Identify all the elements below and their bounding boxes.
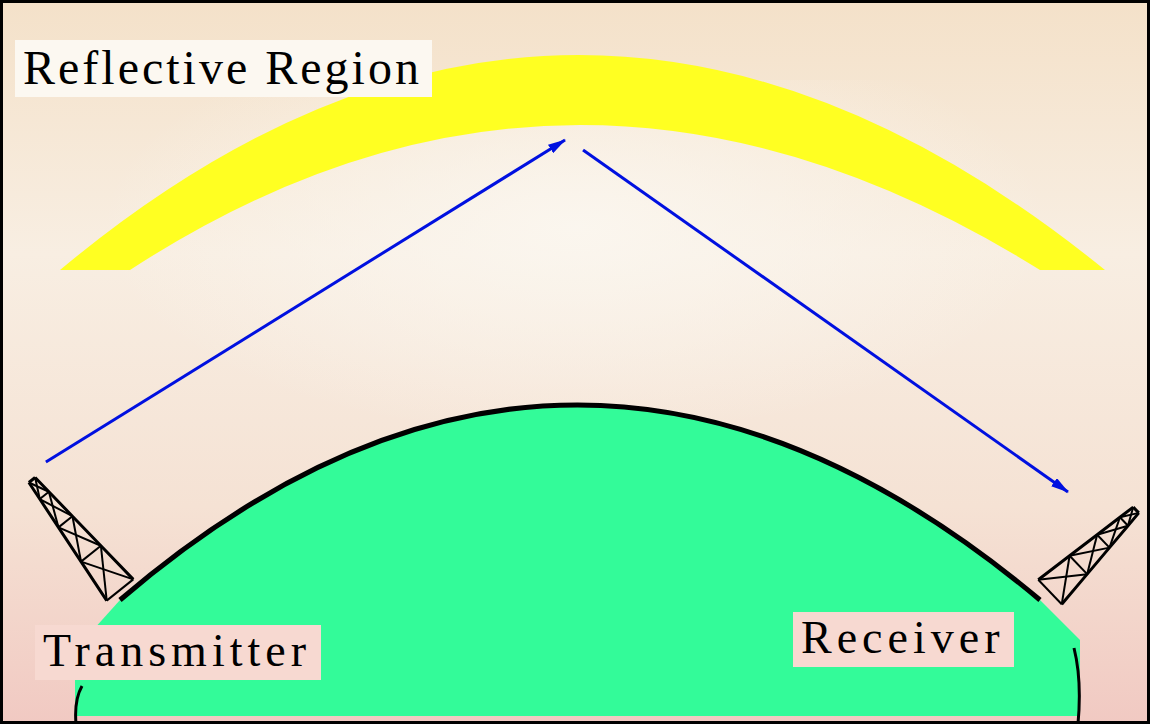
tower-rung <box>40 492 49 499</box>
tower-rung <box>1038 580 1061 605</box>
receiver-site: Receiver <box>785 492 1145 687</box>
site-label: Transmitter <box>35 625 321 680</box>
tower-brace <box>1097 526 1128 535</box>
tower-leg <box>1038 507 1133 580</box>
tower-rung <box>107 579 134 600</box>
tower-brace <box>1087 535 1097 574</box>
earth-edge-left <box>76 686 82 724</box>
tower-leg <box>1062 513 1139 604</box>
site-label: Receiver <box>793 612 1014 667</box>
tower-brace <box>81 562 133 580</box>
tower-brace <box>72 516 81 561</box>
tower-top <box>1133 507 1139 513</box>
transmitter-site: Transmitter <box>20 462 390 692</box>
tower-brace <box>58 527 100 545</box>
tower-brace <box>1128 507 1133 526</box>
earth-outline <box>120 405 1040 600</box>
tower-brace <box>1109 517 1119 547</box>
region-label: Reflective Region <box>15 40 432 97</box>
tower-leg <box>29 482 107 600</box>
tower-brace <box>40 499 73 516</box>
tower-brace <box>49 492 59 528</box>
tower-brace <box>1038 574 1087 580</box>
antenna-tower <box>1038 507 1138 604</box>
tower-brace <box>1062 556 1070 605</box>
reflective-band: Reflective Region <box>15 40 1115 280</box>
tower-brace <box>101 546 107 601</box>
signal-path <box>46 140 565 462</box>
tower-top <box>29 478 35 483</box>
antenna-tower <box>29 478 133 601</box>
tower-rung <box>1070 556 1088 574</box>
tower-rung <box>58 516 72 527</box>
tower-brace <box>1120 513 1139 517</box>
tower-rung <box>1097 535 1109 548</box>
tower-brace <box>35 478 40 500</box>
tower-brace <box>1070 548 1110 556</box>
tower-rung <box>81 546 101 562</box>
tower-rung <box>1120 517 1128 525</box>
earth-edge-right <box>1074 648 1079 724</box>
